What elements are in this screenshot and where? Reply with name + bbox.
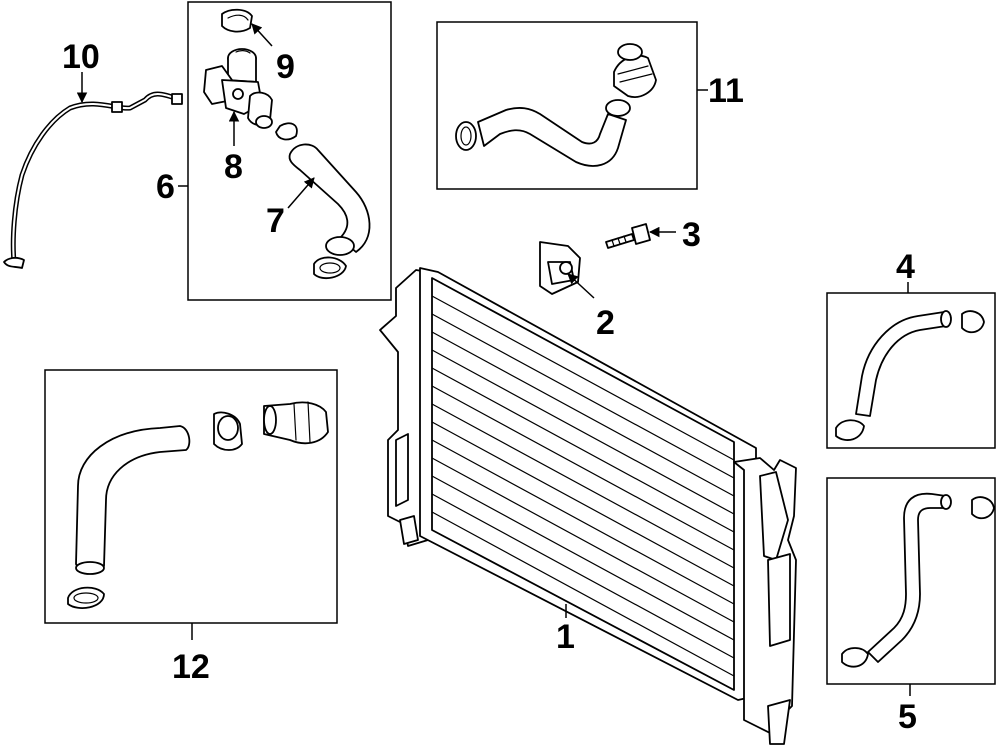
mount-bracket-part-2 xyxy=(539,241,581,295)
callout-1: 1 xyxy=(556,618,575,656)
callout-6: 6 xyxy=(156,168,175,206)
callout-9: 9 xyxy=(276,48,295,86)
callout-7: 7 xyxy=(266,202,285,240)
callout-8: 8 xyxy=(224,148,243,186)
callout-3: 3 xyxy=(682,216,701,254)
leader-line-9 xyxy=(251,23,273,47)
hose-part-11 xyxy=(455,43,657,167)
leader-line-7 xyxy=(287,177,315,209)
group-box-4 xyxy=(826,292,996,449)
callout-5: 5 xyxy=(898,698,917,736)
callout-2: 2 xyxy=(596,304,615,342)
lower-hose-part-12 xyxy=(67,401,329,609)
callout-10: 10 xyxy=(62,38,100,76)
group-box-12 xyxy=(44,369,338,624)
upper-hose-part-7 xyxy=(275,122,371,280)
callout-11: 11 xyxy=(708,72,744,110)
radiator-part-1 xyxy=(379,267,797,745)
thermostat-housing-part-8 xyxy=(203,48,273,129)
callout-4: 4 xyxy=(896,248,915,286)
leader-line-2 xyxy=(567,273,595,299)
small-hose-part-5 xyxy=(841,492,995,668)
cap-part-9 xyxy=(221,8,253,33)
group-box-6 xyxy=(187,1,392,301)
group-box-11 xyxy=(436,21,698,190)
small-hose-part-4 xyxy=(835,310,985,441)
overflow-hose-part-10 xyxy=(3,91,183,269)
callout-12: 12 xyxy=(172,648,210,686)
group-box-5 xyxy=(826,477,996,685)
bolt-part-3 xyxy=(605,223,651,249)
